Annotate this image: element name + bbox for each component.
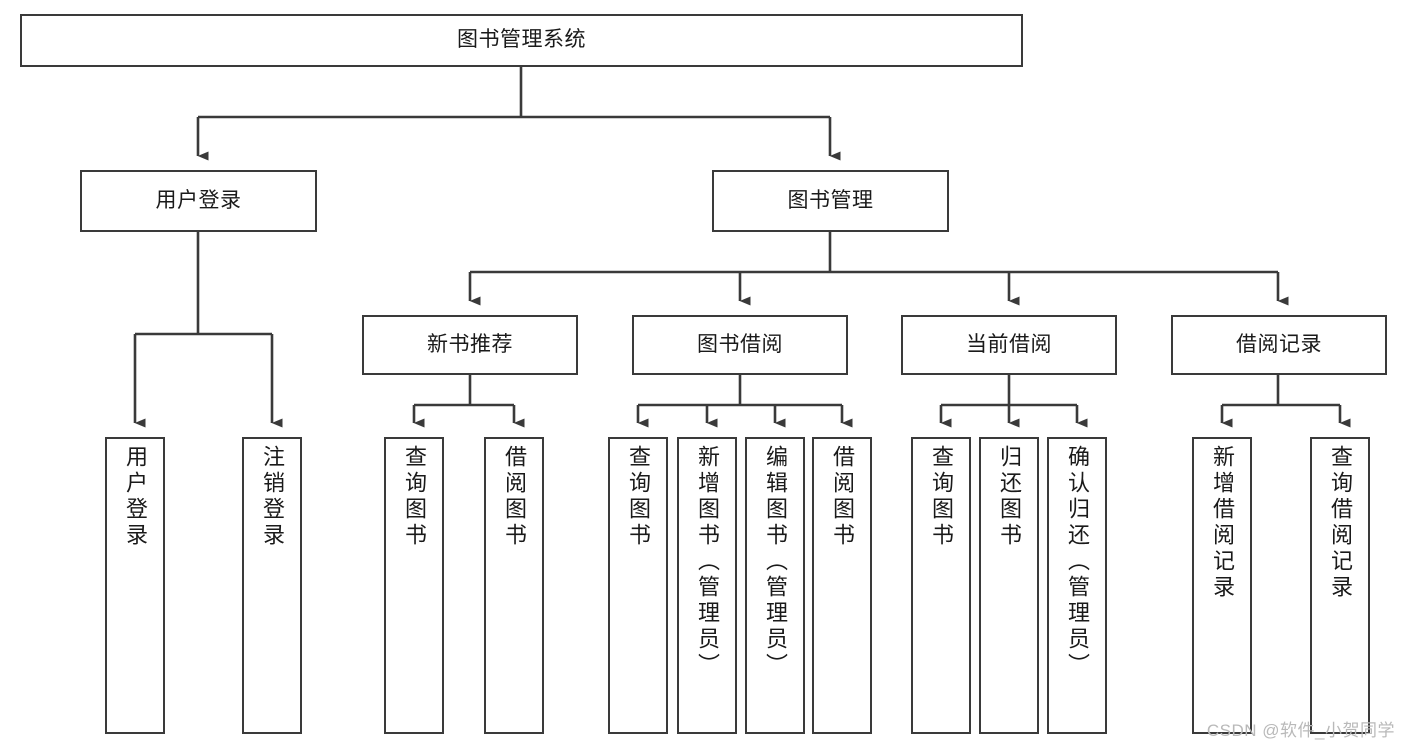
node-label: 借阅记录 [1236,332,1322,356]
node-label: 新书推荐 [427,332,513,356]
node-label: 查询图书 [402,445,427,549]
leaf-book-borrow-query-book[interactable]: 查询图书 [608,437,668,734]
node-label: 图书管理 [787,188,874,212]
node-label: 借阅图书 [502,445,527,549]
node-label: 借阅图书 [830,445,855,549]
leaf-new-book-borrow-book[interactable]: 借阅图书 [484,437,544,734]
node-label: 确认归还（管理员） [1065,445,1090,679]
node-book-borrow[interactable]: 图书借阅 [632,315,848,375]
leaf-current-borrow-confirm-return-admin[interactable]: 确认归还（管理员） [1047,437,1107,734]
node-label: 注销登录 [260,445,285,549]
node-root-book-management-system[interactable]: 图书管理系统 [20,14,1023,67]
node-label: 查询借阅记录 [1328,445,1353,601]
node-label: 查询图书 [929,445,954,549]
leaf-user-login-logout[interactable]: 注销登录 [242,437,302,734]
leaf-borrow-record-query-record[interactable]: 查询借阅记录 [1310,437,1370,734]
node-label: 编辑图书（管理员） [763,445,788,679]
node-label: 图书管理系统 [457,28,586,52]
node-label: 用户登录 [155,188,242,212]
node-current-borrow[interactable]: 当前借阅 [901,315,1117,375]
node-borrow-record[interactable]: 借阅记录 [1171,315,1387,375]
watermark-text: CSDN @软件_小贺同学 [1206,721,1395,740]
leaf-current-borrow-return-book[interactable]: 归还图书 [979,437,1039,734]
leaf-book-borrow-borrow-book[interactable]: 借阅图书 [812,437,872,734]
leaf-user-login-login[interactable]: 用户登录 [105,437,165,734]
node-label: 新增图书（管理员） [695,445,720,679]
leaf-borrow-record-add-record[interactable]: 新增借阅记录 [1192,437,1252,734]
leaf-book-borrow-edit-book-admin[interactable]: 编辑图书（管理员） [745,437,805,734]
node-book-management[interactable]: 图书管理 [712,170,949,232]
leaf-new-book-query-book[interactable]: 查询图书 [384,437,444,734]
node-label: 用户登录 [123,445,148,549]
node-label: 图书借阅 [697,332,783,356]
leaf-book-borrow-add-book-admin[interactable]: 新增图书（管理员） [677,437,737,734]
node-user-login[interactable]: 用户登录 [80,170,317,232]
node-label: 新增借阅记录 [1210,445,1235,601]
leaf-current-borrow-query-book[interactable]: 查询图书 [911,437,971,734]
node-new-book-recommend[interactable]: 新书推荐 [362,315,578,375]
node-label: 查询图书 [626,445,651,549]
node-label: 当前借阅 [966,332,1052,356]
node-label: 归还图书 [997,445,1022,549]
